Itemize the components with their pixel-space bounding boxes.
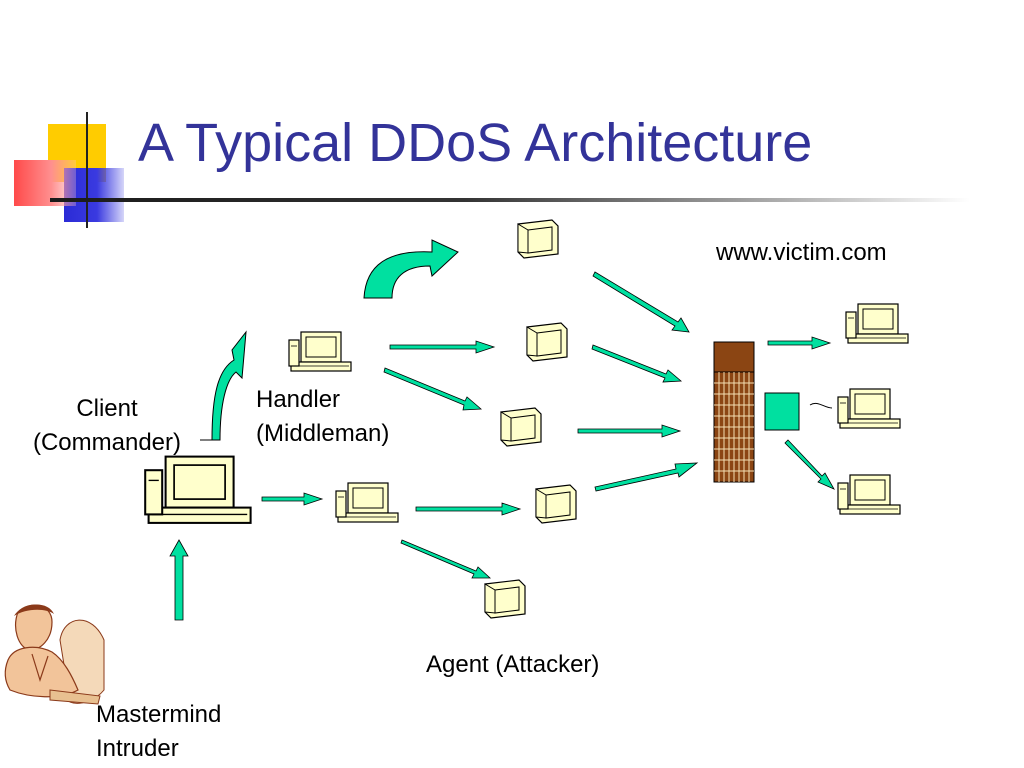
mastermind-label: Mastermind Intruder bbox=[96, 698, 221, 766]
handler-computer-1 bbox=[288, 331, 352, 372]
agent-computer-5 bbox=[484, 579, 526, 619]
victim-computer-1 bbox=[845, 303, 909, 344]
victim-label: www.victim.com bbox=[716, 239, 887, 266]
arrow-group bbox=[169, 271, 835, 621]
client-label-line1: Client bbox=[76, 395, 138, 422]
arrow-handler3-to-agent6 bbox=[400, 539, 492, 579]
arrow-agent5-to-victim bbox=[594, 462, 699, 492]
agent-label: Agent (Attacker) bbox=[426, 651, 600, 678]
arrow-intruder-to-client bbox=[169, 539, 189, 621]
mastermind-person-icon bbox=[4, 604, 105, 705]
agent-computer-3 bbox=[500, 407, 542, 447]
title-underline bbox=[50, 198, 970, 202]
client-label-line2: (Commander) bbox=[32, 429, 182, 456]
router-connector bbox=[809, 402, 833, 409]
agent-computer-1 bbox=[517, 219, 559, 259]
client-label: Client (Commander) bbox=[18, 392, 196, 460]
arrow-handler2-to-agent2 bbox=[389, 340, 496, 354]
arrow-router-to-pc3 bbox=[784, 439, 835, 490]
curved-arrow-handler-to-agent bbox=[363, 239, 459, 299]
curved-arrow-client-to-handler bbox=[200, 330, 247, 441]
arrow-victim-to-pc1 bbox=[767, 336, 832, 350]
arrow-handler3-to-agent5 bbox=[415, 502, 522, 516]
victim-firewall bbox=[713, 341, 755, 483]
arrow-agent1-to-victim bbox=[592, 271, 690, 333]
handler-label-line1: Handler bbox=[256, 386, 341, 413]
arrow-client-to-handler3 bbox=[261, 492, 324, 506]
arrow-agent2-to-victim bbox=[591, 344, 683, 383]
arrow-handler2-to-agent3 bbox=[383, 367, 483, 411]
agent-computer-4 bbox=[535, 484, 577, 524]
decor-vertical-line bbox=[86, 112, 88, 228]
handler-label-line2: (Middleman) bbox=[256, 420, 390, 447]
mastermind-label-line2: Intruder bbox=[96, 735, 179, 762]
victim-computer-2 bbox=[837, 388, 901, 429]
agent-computer-2 bbox=[526, 322, 568, 362]
mastermind-label-line1: Mastermind bbox=[96, 701, 222, 728]
arrow-agent3-to-victim bbox=[577, 424, 682, 438]
handler-label: Handler (Middleman) bbox=[256, 383, 389, 451]
victim-router bbox=[764, 392, 800, 431]
handler-computer-2 bbox=[335, 482, 399, 523]
slide-title: A Typical DDoS Architecture bbox=[138, 113, 813, 173]
client-computer bbox=[144, 455, 252, 524]
victim-computer-3 bbox=[837, 474, 901, 515]
